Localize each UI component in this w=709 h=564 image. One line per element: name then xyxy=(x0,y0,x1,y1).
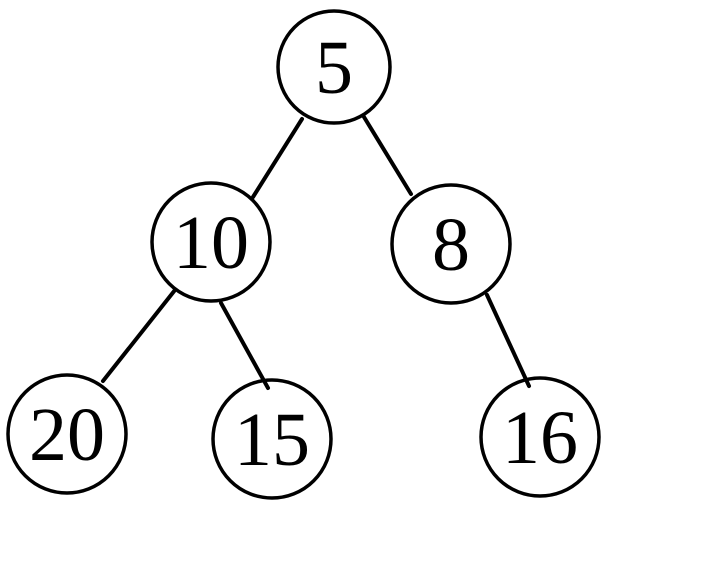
tree-edges-layer xyxy=(101,115,531,390)
tree-edge-5-8 xyxy=(362,115,413,196)
tree-node-label-20: 20 xyxy=(29,393,105,477)
tree-node-label-15: 15 xyxy=(234,398,310,482)
tree-edge-8-16 xyxy=(485,293,531,388)
tree-node-label-8: 8 xyxy=(432,203,470,287)
tree-node-label-5: 5 xyxy=(315,26,353,110)
tree-node-label-16: 16 xyxy=(502,396,578,480)
tree-edge-10-15 xyxy=(219,301,270,390)
tree-node-circle-20 xyxy=(6,373,128,495)
tree-node-circle-10 xyxy=(150,181,272,303)
tree-node-circle-8 xyxy=(390,183,512,305)
tree-labels-layer: 5 10 8 20 15 16 xyxy=(29,26,578,482)
tree-node-circle-16 xyxy=(479,376,601,498)
tree-edge-5-10 xyxy=(251,117,304,199)
tree-node-circle-15 xyxy=(211,378,333,500)
tree-edge-10-20 xyxy=(101,288,177,383)
tree-node-circle-5 xyxy=(276,9,392,125)
tree-node-label-10: 10 xyxy=(173,201,249,285)
tree-nodes-layer xyxy=(6,9,601,500)
